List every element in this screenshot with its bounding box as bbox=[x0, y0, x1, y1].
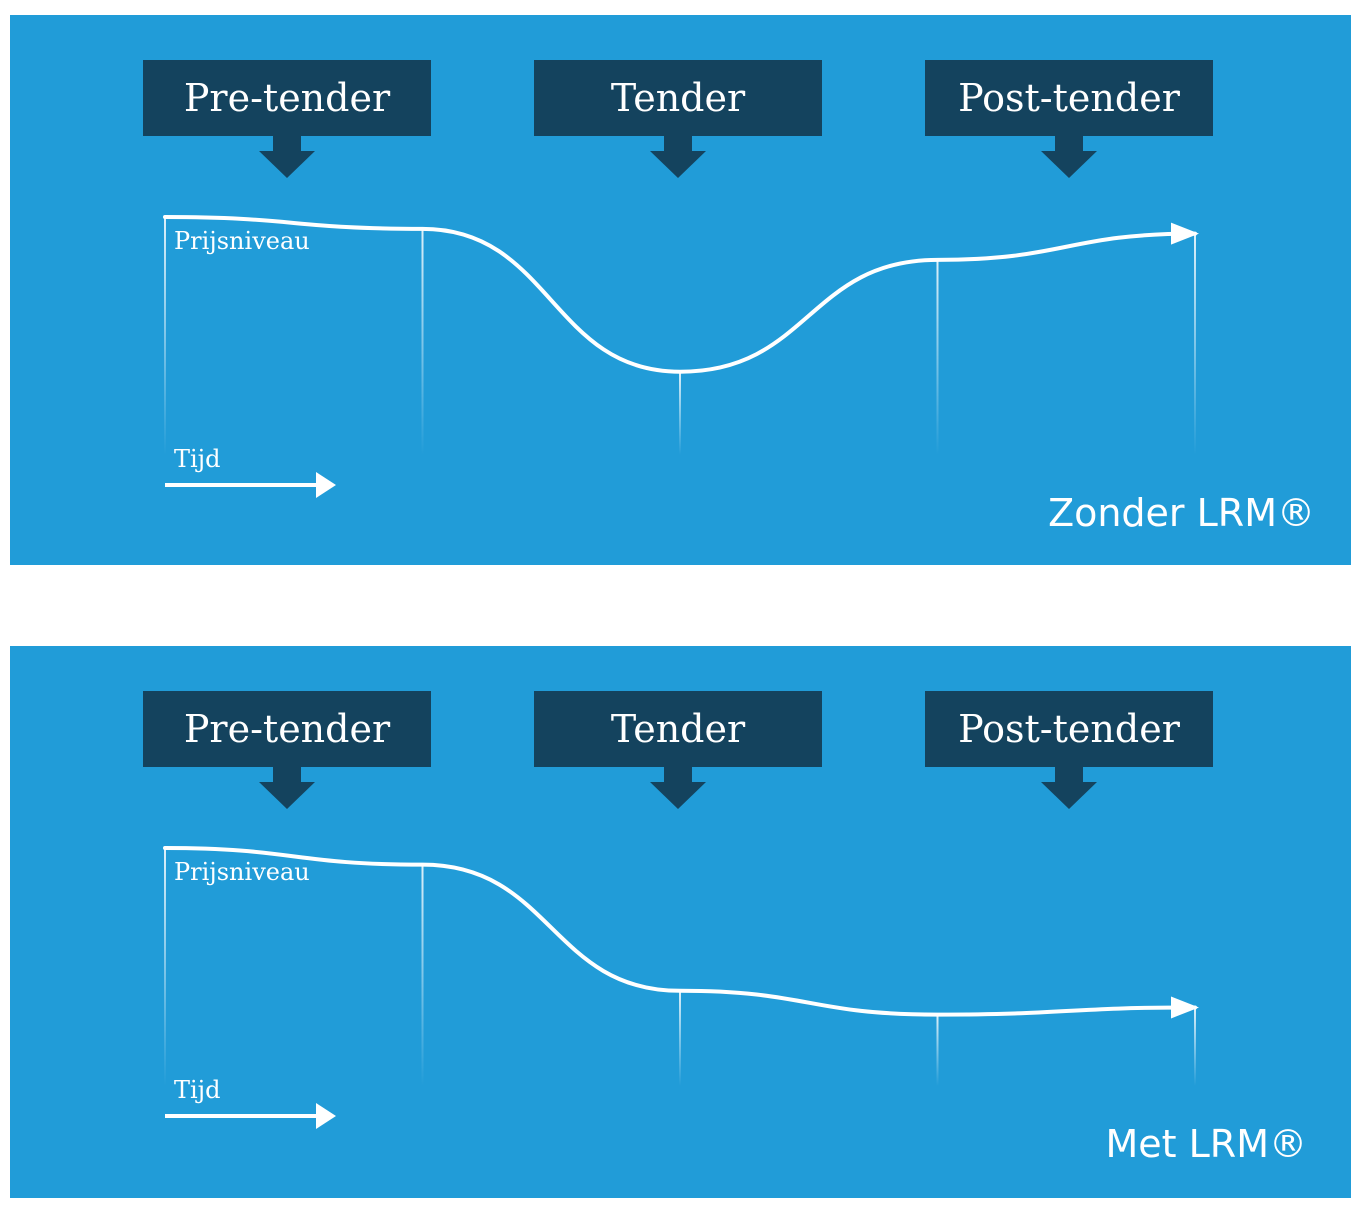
down-arrow-icon bbox=[650, 136, 706, 178]
time-guide-line bbox=[421, 228, 424, 455]
phase-label: Tender bbox=[610, 76, 746, 120]
time-guide-line bbox=[1194, 1007, 1196, 1086]
time-guide-line bbox=[936, 1014, 939, 1086]
x-axis-label: Tijd bbox=[174, 445, 221, 473]
y-axis-label: Prijsniveau bbox=[174, 858, 310, 886]
time-arrow-icon bbox=[316, 1103, 336, 1129]
time-guide-line bbox=[164, 848, 166, 1086]
price-curve-chart bbox=[163, 846, 1199, 1129]
curve-arrowhead-icon bbox=[1171, 222, 1199, 245]
price-level-line bbox=[163, 215, 1197, 374]
phase-label: Pre-tender bbox=[183, 707, 391, 751]
price-curve-chart bbox=[163, 215, 1199, 498]
time-guide-line bbox=[164, 217, 166, 455]
phase-box-tender: Tender bbox=[534, 60, 822, 178]
phase-box-post-tender: Post-tender bbox=[925, 60, 1213, 178]
price-level-line bbox=[163, 846, 1197, 1017]
diagram-with-lrm: Pre-tender Tender Post-tender Prijsnivea… bbox=[10, 646, 1351, 1198]
scenario-caption: Met LRM® bbox=[1105, 1122, 1307, 1166]
scenario-caption: Zonder LRM® bbox=[1048, 491, 1315, 535]
time-guide-line bbox=[936, 259, 939, 455]
phase-label: Post-tender bbox=[958, 707, 1180, 751]
phase-label: Pre-tender bbox=[183, 76, 391, 120]
phase-box-pre-tender: Pre-tender bbox=[143, 691, 431, 809]
phase-box-post-tender: Post-tender bbox=[925, 691, 1213, 809]
time-guide-line bbox=[421, 864, 424, 1086]
curve-arrowhead-icon bbox=[1171, 996, 1199, 1019]
y-axis-label: Prijsniveau bbox=[174, 227, 310, 255]
phase-box-pre-tender: Pre-tender bbox=[143, 60, 431, 178]
down-arrow-icon bbox=[1041, 136, 1097, 178]
diagram-without-lrm: Pre-tender Tender Post-tender Prijsnivea… bbox=[10, 15, 1351, 565]
time-guide-line bbox=[679, 990, 681, 1086]
time-guide-line bbox=[679, 371, 681, 455]
phase-box-tender: Tender bbox=[534, 691, 822, 809]
down-arrow-icon bbox=[1041, 767, 1097, 809]
time-arrow-icon bbox=[316, 472, 336, 498]
x-axis-label: Tijd bbox=[174, 1076, 221, 1104]
time-guide-line bbox=[1194, 233, 1196, 455]
down-arrow-icon bbox=[650, 767, 706, 809]
down-arrow-icon bbox=[259, 136, 315, 178]
phase-label: Post-tender bbox=[958, 76, 1180, 120]
phase-label: Tender bbox=[610, 707, 746, 751]
down-arrow-icon bbox=[259, 767, 315, 809]
